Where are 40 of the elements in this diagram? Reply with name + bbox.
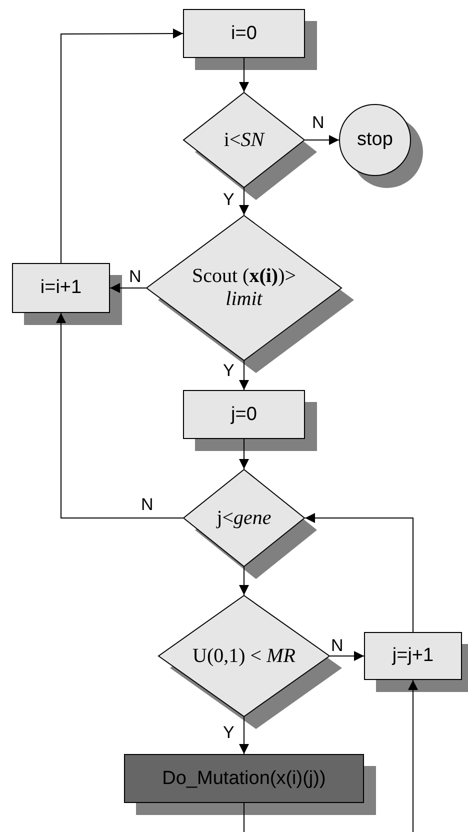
- arrow: [330, 651, 364, 661]
- edge-label: Y: [222, 191, 236, 208]
- node-text: j<gene: [216, 506, 272, 530]
- arrow: [56, 312, 184, 518]
- decision-diamond: [183, 469, 305, 567]
- edge-label: N: [140, 496, 154, 513]
- node-text: Scout (x(i))> limit: [190, 265, 298, 311]
- arrow: [408, 680, 418, 832]
- decision-diamond: [158, 595, 330, 717]
- decision-diamond: [146, 215, 342, 361]
- edge-label: N: [128, 268, 142, 285]
- process-box: [364, 632, 462, 680]
- node-text: i=0: [231, 22, 257, 44]
- arrow: [239, 438, 249, 470]
- arrow: [239, 58, 249, 92]
- arrow: [304, 513, 414, 632]
- decision-diamond: [183, 92, 305, 188]
- node-text: U(0,1) < MR: [192, 644, 296, 668]
- node-text: j=j+1: [392, 645, 434, 667]
- node-text: i<SN: [224, 128, 264, 152]
- process-box: [183, 390, 305, 439]
- edge-label: N: [330, 637, 344, 654]
- arrow: [304, 135, 340, 145]
- node-text: stop: [357, 129, 393, 151]
- edge-label: N: [311, 114, 326, 131]
- arrow: [239, 360, 249, 390]
- terminal-circle: [339, 104, 411, 176]
- arrow: [239, 716, 249, 754]
- edge-label: Y: [222, 362, 236, 379]
- node-text: j=0: [231, 404, 257, 426]
- process-box: [12, 263, 110, 313]
- edge-label: Y: [222, 724, 236, 741]
- node-text: Do_Mutation(x(i)(j)): [162, 768, 326, 790]
- process-box: [183, 9, 305, 58]
- process-box: [124, 754, 364, 803]
- arrow: [110, 283, 146, 293]
- arrow: [239, 188, 249, 216]
- node-text: i=i+1: [40, 277, 82, 299]
- arrow: [239, 566, 249, 596]
- arrow: [60, 28, 184, 264]
